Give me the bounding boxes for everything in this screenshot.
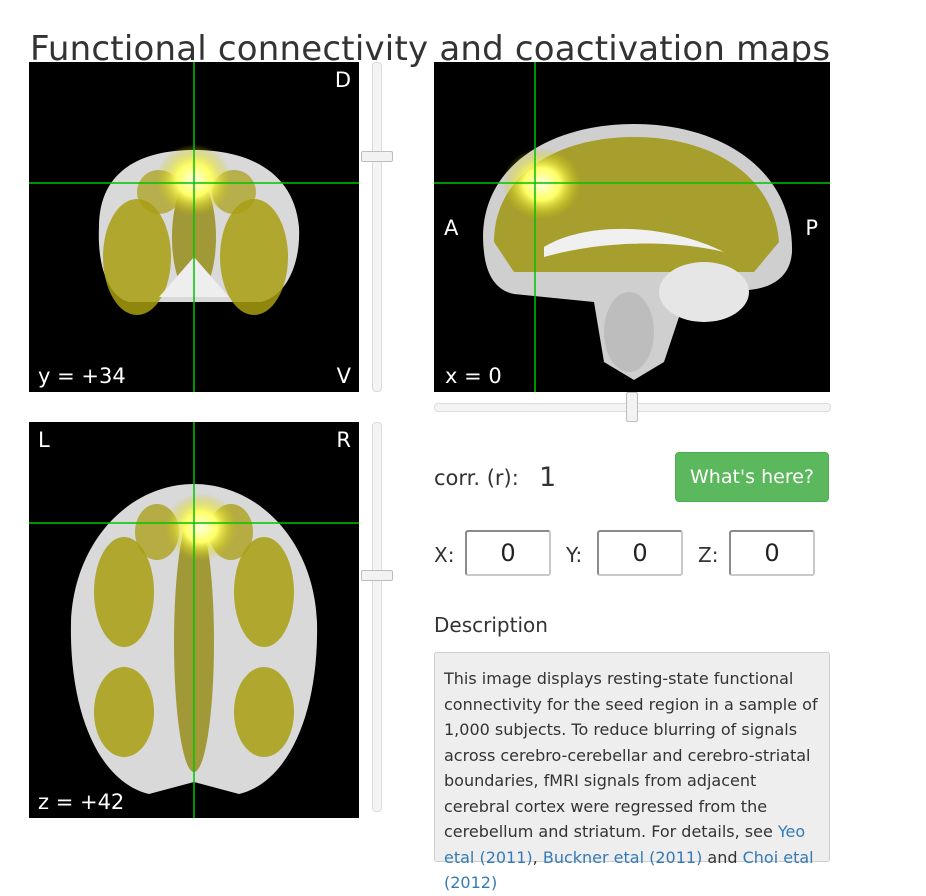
corr-value: 1 <box>539 462 557 493</box>
posterior-label: P <box>805 216 818 240</box>
z-label: Z: <box>698 543 719 567</box>
whats-here-button[interactable]: What's here? <box>675 452 829 502</box>
anterior-label: A <box>444 216 459 240</box>
x-coordinate-input[interactable] <box>465 530 551 576</box>
link-separator: , <box>532 847 538 867</box>
dorsal-label: D <box>334 68 351 92</box>
sagittal-slice-slider[interactable] <box>434 392 831 422</box>
y-coordinate-input[interactable] <box>597 530 683 576</box>
sagittal-slice-label: x = 0 <box>445 364 502 388</box>
left-label: L <box>38 428 50 452</box>
axial-slider-handle[interactable] <box>361 570 393 581</box>
axial-view[interactable]: L R z = +42 <box>29 422 359 818</box>
z-coordinate-input[interactable] <box>729 530 815 576</box>
axial-slice-slider[interactable] <box>361 422 393 812</box>
coronal-slice-slider[interactable] <box>361 62 393 392</box>
coronal-view[interactable]: D V y = +34 <box>29 62 359 392</box>
description-heading: Description <box>434 613 548 637</box>
corr-label: corr. (r): <box>434 466 519 490</box>
axial-slice-label: z = +42 <box>38 790 125 814</box>
coronal-slice-label: y = +34 <box>38 364 126 388</box>
link-and: and <box>702 847 743 867</box>
right-label: R <box>336 428 351 452</box>
yeo-link[interactable]: Yeo etal (2011) <box>444 822 806 867</box>
description-box: This image displays resting-state functi… <box>434 652 830 892</box>
ventral-label: V <box>336 364 351 388</box>
sagittal-slider-handle[interactable] <box>626 392 638 422</box>
buckner-link[interactable]: Buckner etal (2011) <box>542 847 703 867</box>
choi-link[interactable]: Choi etal (2012) <box>444 847 814 893</box>
sagittal-brain-image <box>434 62 830 392</box>
axial-brain-image <box>29 422 359 818</box>
sagittal-view[interactable]: A P x = 0 <box>434 62 830 392</box>
description-text: This image displays resting-state functi… <box>444 669 818 841</box>
coronal-slider-handle[interactable] <box>361 151 393 162</box>
coronal-brain-image <box>29 62 359 392</box>
x-label: X: <box>434 543 455 567</box>
y-label: Y: <box>566 543 583 567</box>
